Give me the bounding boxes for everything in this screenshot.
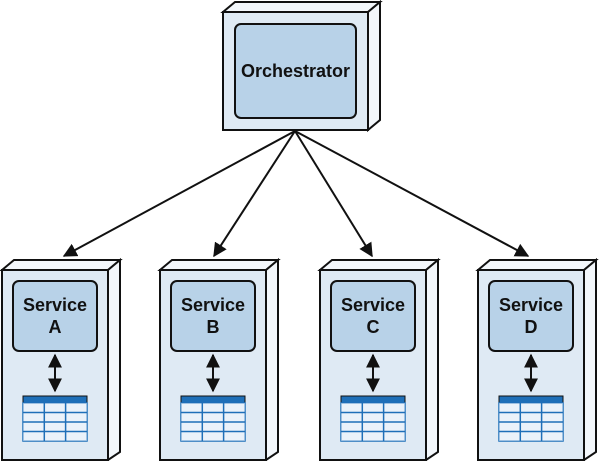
service-inner-panel bbox=[488, 280, 574, 352]
orchestrator-label: Orchestrator bbox=[241, 61, 350, 81]
service-box-side bbox=[107, 257, 121, 461]
service-c-label-line1: Service bbox=[341, 295, 405, 315]
service-node-d: Service D bbox=[475, 257, 599, 461]
orchestrator-node: Orchestrator bbox=[220, 0, 383, 133]
database-table-icon bbox=[498, 395, 564, 442]
service-box-top bbox=[0, 259, 123, 271]
service-box-side bbox=[265, 257, 279, 461]
service-box-side bbox=[425, 257, 439, 461]
service-d-label-line2: D bbox=[525, 317, 538, 337]
service-node-b: Service B bbox=[157, 257, 281, 461]
service-c-label-line2: C bbox=[367, 317, 380, 337]
orchestrator-box-top bbox=[220, 1, 383, 13]
service-box-side bbox=[583, 257, 597, 461]
database-table-icon bbox=[180, 395, 246, 442]
service-a-label-line2: A bbox=[49, 317, 62, 337]
service-inner-panel bbox=[12, 280, 98, 352]
service-a-label-line1: Service bbox=[23, 295, 87, 315]
database-table-icon bbox=[340, 395, 406, 442]
service-d-label-line1: Service bbox=[499, 295, 563, 315]
arrow-to-service-c bbox=[294, 130, 373, 258]
arrow-to-service-b bbox=[213, 130, 296, 258]
arrow-to-service-d bbox=[294, 130, 530, 257]
service-inner-panel bbox=[330, 280, 416, 352]
service-box-top bbox=[475, 259, 599, 271]
service-box-top bbox=[317, 259, 441, 271]
service-node-c: Service C bbox=[317, 257, 441, 461]
service-b-label-line1: Service bbox=[181, 295, 245, 315]
service-b-label-line2: B bbox=[207, 317, 220, 337]
arrow-to-service-a bbox=[62, 130, 296, 257]
service-box-top bbox=[157, 259, 281, 271]
service-inner-panel bbox=[170, 280, 256, 352]
orchestrator-arrows bbox=[62, 130, 530, 258]
orchestrator-inner-panel bbox=[234, 23, 357, 119]
orchestrator-box-side bbox=[367, 0, 381, 133]
database-table-icon bbox=[22, 395, 88, 442]
service-node-a: Service A bbox=[0, 257, 123, 461]
